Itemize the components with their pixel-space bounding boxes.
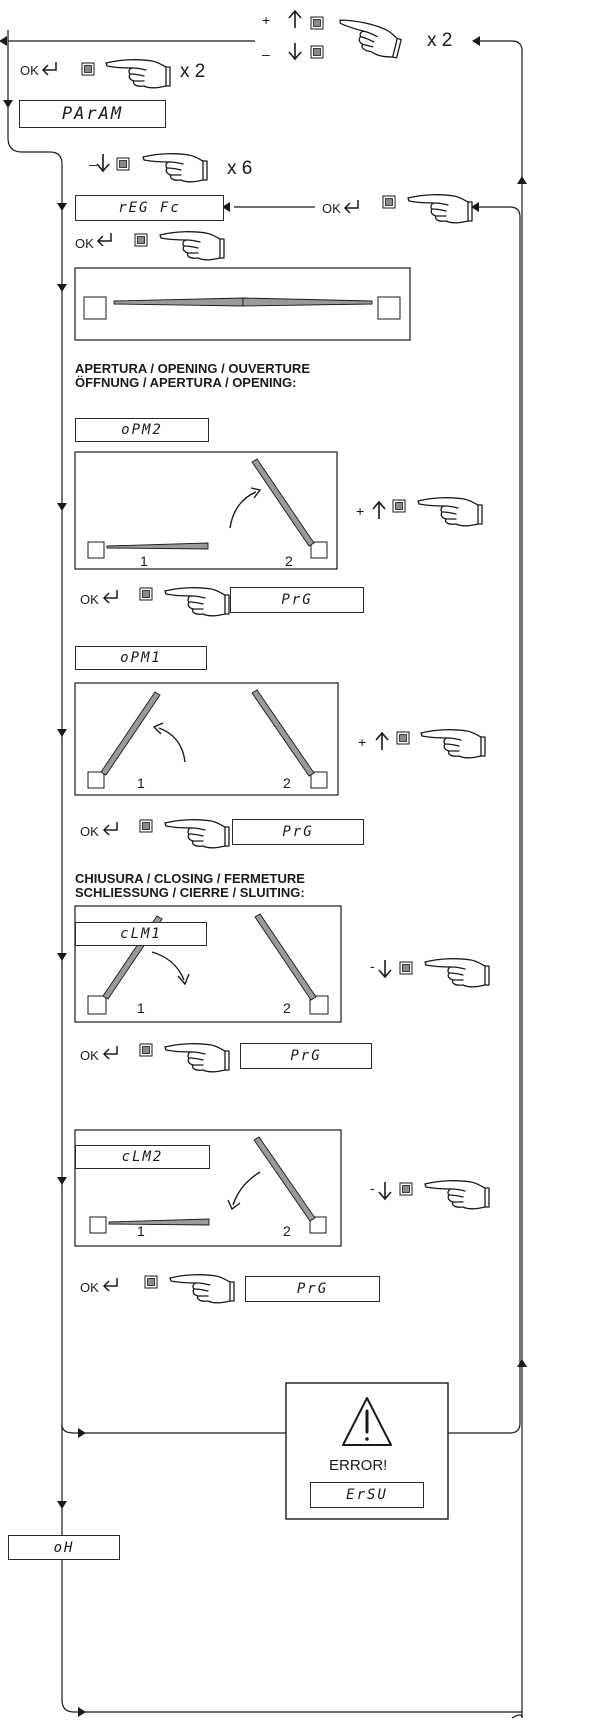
minus-sign-close1: - — [370, 958, 375, 974]
minus-sign-close2: - — [370, 1180, 375, 1196]
opm2-display: oPM2 — [75, 418, 209, 442]
repeat-count-top: x 2 — [427, 30, 453, 51]
prg-display-close1: PrG — [240, 1043, 372, 1069]
plus-sign-open1: + — [358, 734, 367, 750]
error-display: ErSU — [310, 1482, 424, 1508]
minus-sign-step: – — [89, 156, 97, 172]
ok-label-open1: OK — [80, 824, 99, 839]
leaf-label-1: 1 — [137, 1000, 145, 1016]
flow-lines — [7, 30, 523, 1719]
leaf-label-2: 2 — [283, 775, 291, 791]
ok-label-below: OK — [75, 236, 94, 251]
gate-panel-closed — [74, 267, 411, 341]
clm2-display: cLM2 — [75, 1145, 210, 1169]
plus-sign: + — [262, 12, 271, 28]
ok-label-close1: OK — [80, 1048, 99, 1063]
gate-panel-close-1 — [74, 905, 342, 1023]
ok-label-right: OK — [322, 201, 341, 216]
up-down-buttons — [288, 9, 404, 61]
ok-label: OK — [20, 63, 39, 78]
ok-label-open2: OK — [80, 592, 99, 607]
repeat-count-ok: x 2 — [180, 61, 206, 82]
gate-panel-open-2 — [74, 451, 338, 570]
ok-label-close2: OK — [80, 1280, 99, 1295]
leaf-label-1: 1 — [137, 775, 145, 791]
prg-display-close2: PrG — [245, 1276, 380, 1302]
closing-heading-line2: SCHLIESSUNG / CIERRE / SLUITING: — [75, 885, 305, 900]
closing-heading-line1: CHIUSURA / CLOSING / FERMETURE — [75, 871, 305, 886]
minus-sign: – — [262, 46, 270, 62]
opening-heading: APERTURA / OPENING / OUVERTURE ÖFFNUNG /… — [75, 362, 310, 390]
error-label: ERROR! — [329, 1457, 388, 1474]
opening-heading-line2: ÖFFNUNG / APERTURA / OPENING: — [75, 375, 297, 390]
leaf-label-2: 2 — [283, 1223, 291, 1239]
clm1-display: cLM1 — [75, 922, 207, 946]
leaf-label-1: 1 — [137, 1223, 145, 1239]
reg-fc-display: rEG Fc — [75, 195, 224, 221]
repeat-count-6: x 6 — [227, 158, 253, 179]
plus-sign-open2: + — [356, 503, 365, 519]
leaf-label-2: 2 — [285, 553, 293, 569]
ok-display: oH — [8, 1535, 120, 1560]
prg-display-open1: PrG — [232, 819, 364, 845]
leaf-label-1: 1 — [140, 553, 148, 569]
gate-panel-open-1 — [74, 682, 339, 796]
closing-heading: CHIUSURA / CLOSING / FERMETURE SCHLIESSU… — [75, 872, 305, 900]
opm1-display: oPM1 — [75, 646, 207, 670]
param-display: PArAM — [19, 100, 166, 128]
prg-display-open2: PrG — [230, 587, 364, 613]
leaf-label-2: 2 — [283, 1000, 291, 1016]
opening-heading-line1: APERTURA / OPENING / OUVERTURE — [75, 361, 310, 376]
